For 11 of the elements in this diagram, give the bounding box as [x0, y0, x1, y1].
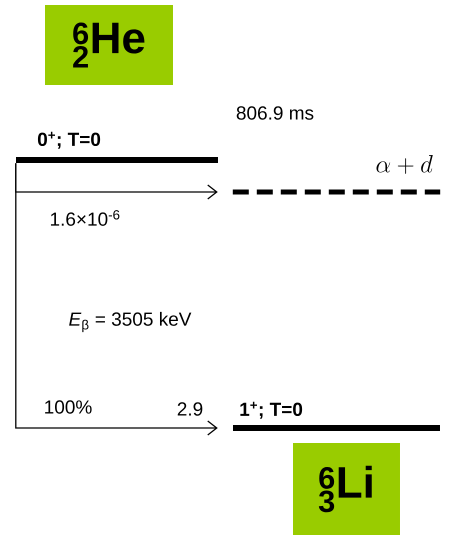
edge-label: 1.6×10$^{-6}$	[50, 210, 120, 226]
log-ft-label: 2.9	[178, 402, 202, 416]
level-label: 1$^{+}$; T=0	[240, 402, 302, 419]
formula-label: $\alpha + d$	[376, 154, 433, 174]
nuclide-box: ${}^{\mathbf{6}}_{\mathbf{2}}\mathbf{He}$	[45, 5, 173, 85]
level-label: 0$^{+}$; T=0	[38, 132, 100, 149]
nuclide-box: ${}^{\mathbf{6}}_{\mathbf{3}}\mathbf{Li}$	[293, 443, 400, 535]
half-life-label: 806.9 ms	[236, 106, 314, 120]
arrow	[15, 163, 218, 436]
energy-label: E$_{β}$ = 3505 keV	[69, 312, 192, 332]
edge-label: 100%	[45, 400, 92, 414]
